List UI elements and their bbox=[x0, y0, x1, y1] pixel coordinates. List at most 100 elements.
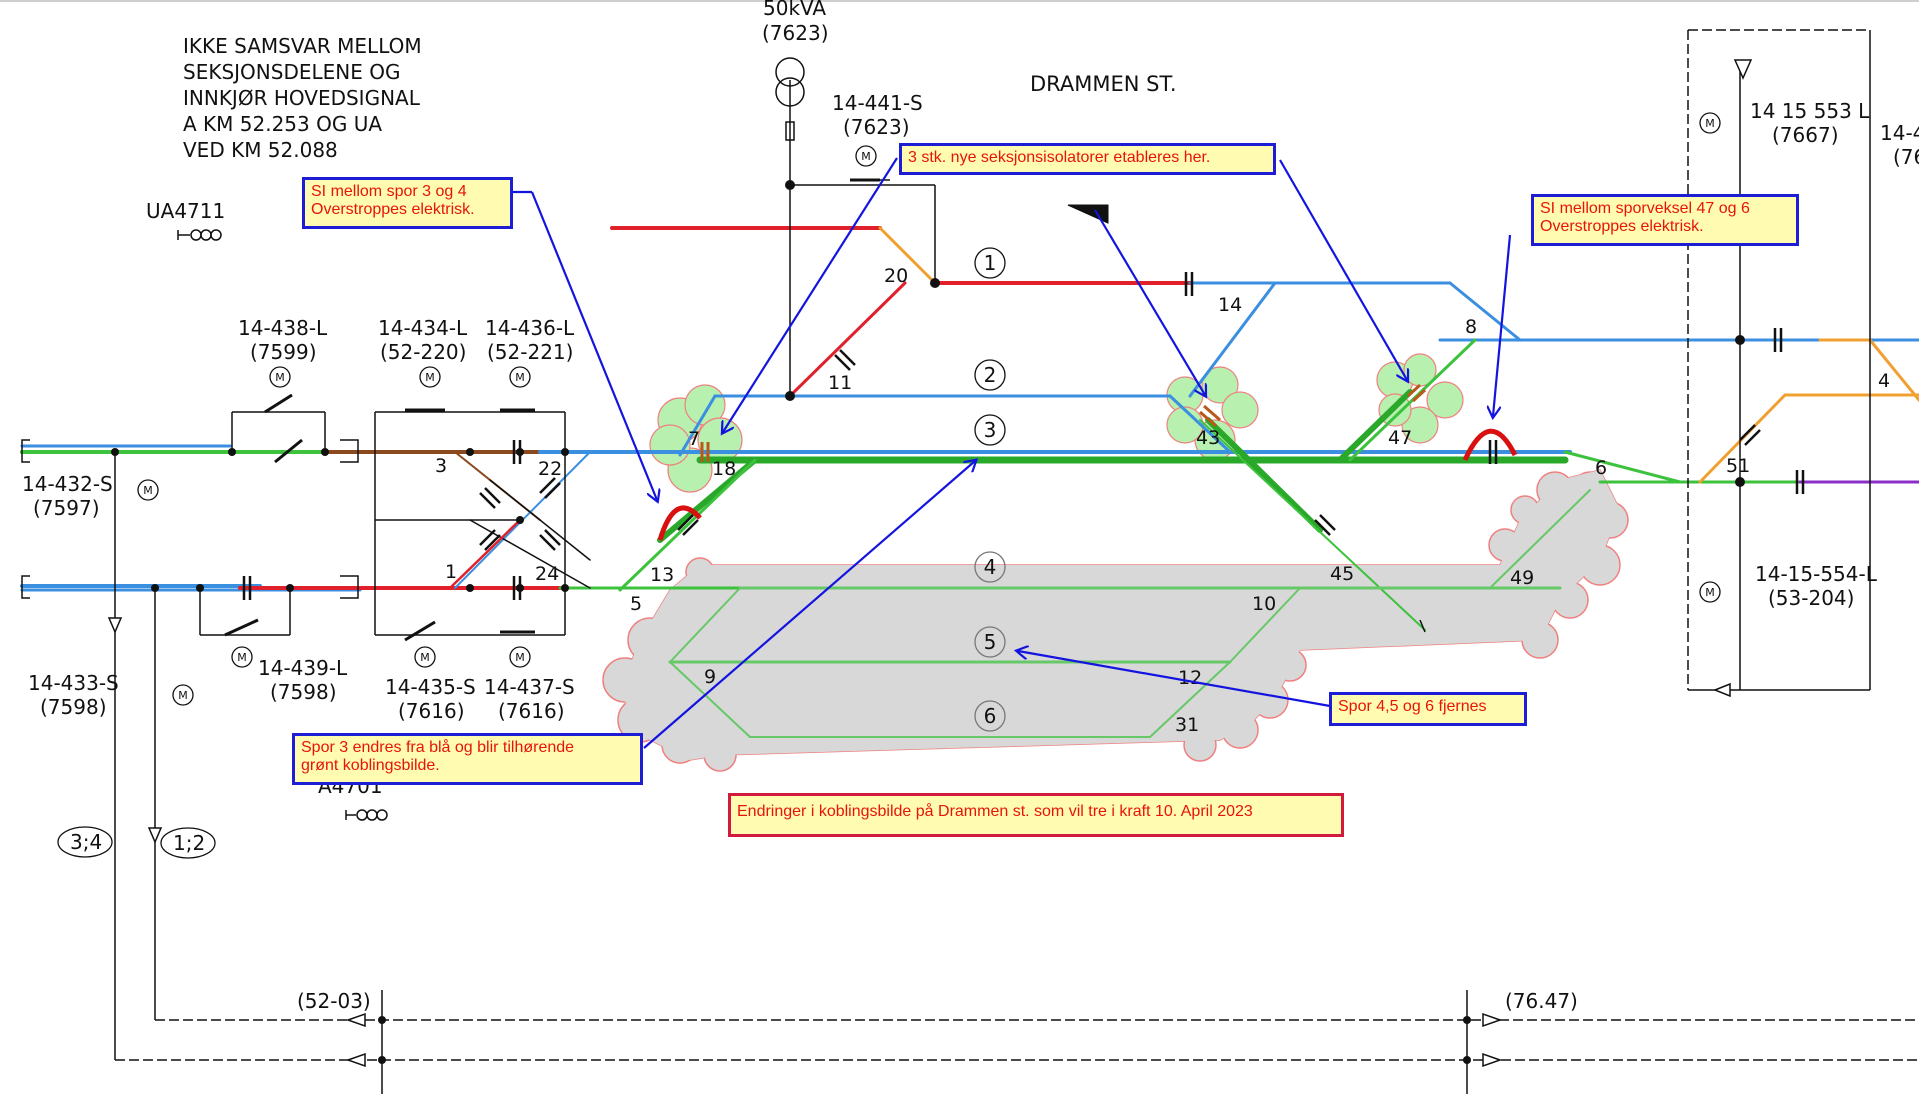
svg-text:M: M bbox=[515, 371, 525, 384]
track-circles bbox=[974, 247, 1006, 732]
svg-text:INNKJØR HOVEDSIGNAL: INNKJØR HOVEDSIGNAL bbox=[183, 86, 421, 110]
svg-text:22: 22 bbox=[538, 458, 562, 480]
switch-number-labels: 20 11 14 8 7 18 3 22 1 24 13 5 43 47 6 4… bbox=[435, 265, 1890, 736]
transformer-ref: (7623) bbox=[762, 21, 829, 45]
svg-text:10: 10 bbox=[1252, 593, 1276, 615]
oval-3-4-label: 3;4 bbox=[70, 830, 102, 854]
svg-text:(52-221): (52-221) bbox=[487, 340, 573, 364]
svg-text:14 15 553 L: 14 15 553 L bbox=[1750, 99, 1870, 123]
note-endringer: Endringer i koblingsbilde på Drammen st.… bbox=[728, 793, 1344, 837]
oval-1-2-label: 1;2 bbox=[173, 831, 205, 855]
svg-text:A KM 52.253 OG UA: A KM 52.253 OG UA bbox=[183, 112, 382, 136]
svg-text:M: M bbox=[425, 371, 435, 384]
svg-text:(7598): (7598) bbox=[40, 695, 107, 719]
svg-text:(53-204): (53-204) bbox=[1768, 586, 1854, 610]
direction-triangles bbox=[107, 617, 1731, 1068]
svg-text:6: 6 bbox=[1595, 457, 1607, 479]
svg-text:4: 4 bbox=[1878, 370, 1890, 392]
note-spor-3: Spor 3 endres fra blå og blir tilhørende… bbox=[292, 733, 643, 785]
station-title: DRAMMEN ST. bbox=[1030, 72, 1177, 96]
warning-text: IKKE SAMSVAR MELLOM SEKSJONSDELENE OG IN… bbox=[183, 34, 422, 162]
svg-text:(76: (76 bbox=[1893, 145, 1919, 169]
svg-text:14-434-L: 14-434-L bbox=[378, 316, 468, 340]
track-number-labels: 1 2 3 4 5 6 bbox=[984, 251, 997, 728]
svg-text:45: 45 bbox=[1330, 563, 1354, 585]
svg-text:3: 3 bbox=[984, 418, 997, 442]
svg-text:5: 5 bbox=[984, 630, 997, 654]
svg-text:14: 14 bbox=[1218, 294, 1242, 316]
svg-text:3: 3 bbox=[435, 455, 447, 477]
svg-text:4: 4 bbox=[984, 555, 997, 579]
svg-text:1: 1 bbox=[984, 251, 997, 275]
oval-1-2 bbox=[160, 827, 216, 859]
svg-text:31: 31 bbox=[1175, 714, 1199, 736]
svg-text:M: M bbox=[861, 150, 871, 163]
svg-text:14-438-L: 14-438-L bbox=[238, 316, 328, 340]
switch-id-labels: 14-441-S (7623) 14-438-L (7599) 14-434-L… bbox=[22, 91, 1919, 723]
note-si-sporveksel: SI mellom sporveksel 47 og 6 Overstroppe… bbox=[1531, 194, 1799, 246]
transformer-power: 50kVA bbox=[763, 0, 826, 20]
svg-text:6: 6 bbox=[984, 704, 997, 728]
section-isolators bbox=[242, 272, 1805, 600]
red-arches bbox=[657, 428, 1518, 541]
svg-text:14-15-554-L: 14-15-554-L bbox=[1755, 562, 1878, 586]
svg-text:5: 5 bbox=[630, 593, 642, 615]
svg-text:14-436-L: 14-436-L bbox=[485, 316, 575, 340]
svg-text:49: 49 bbox=[1510, 567, 1534, 589]
svg-text:9: 9 bbox=[704, 666, 716, 688]
svg-text:(7616): (7616) bbox=[398, 699, 465, 723]
signal-ua4711: UA4711 bbox=[146, 199, 225, 223]
note-si-spor-3-4: SI mellom spor 3 og 4 Overstroppes elekt… bbox=[302, 177, 513, 229]
junction-dots bbox=[111, 180, 1745, 1064]
svg-text:M: M bbox=[1705, 586, 1715, 599]
svg-text:M: M bbox=[237, 651, 247, 664]
svg-text:M: M bbox=[420, 651, 430, 664]
ref-52-03: (52-03) bbox=[297, 989, 371, 1013]
ref-76-47: (76.47) bbox=[1505, 989, 1578, 1013]
signal-icons bbox=[177, 59, 1753, 821]
svg-text:VED KM 52.088: VED KM 52.088 bbox=[183, 138, 338, 162]
new-isolators bbox=[700, 383, 1427, 462]
svg-text:SEKSJONSDELENE OG: SEKSJONSDELENE OG bbox=[183, 60, 400, 84]
svg-text:1: 1 bbox=[445, 561, 457, 583]
svg-text:(7599): (7599) bbox=[250, 340, 317, 364]
svg-text:47: 47 bbox=[1388, 427, 1412, 449]
svg-text:M: M bbox=[143, 484, 153, 497]
svg-text:13: 13 bbox=[650, 564, 674, 586]
svg-text:IKKE SAMSVAR MELLOM: IKKE SAMSVAR MELLOM bbox=[183, 34, 422, 58]
svg-text:11: 11 bbox=[828, 372, 852, 394]
svg-text:24: 24 bbox=[535, 563, 559, 585]
svg-text:(7616): (7616) bbox=[498, 699, 565, 723]
track-ends bbox=[21, 439, 1426, 633]
note-seksjonsisolatorer: 3 stk. nye seksjonsisolatorer etableres … bbox=[899, 143, 1276, 175]
disconnectors bbox=[224, 178, 880, 642]
svg-text:M: M bbox=[1705, 117, 1715, 130]
svg-text:43: 43 bbox=[1196, 427, 1220, 449]
svg-text:(7667): (7667) bbox=[1772, 123, 1839, 147]
svg-text:(7598): (7598) bbox=[270, 680, 337, 704]
svg-text:(7623): (7623) bbox=[843, 115, 910, 139]
tracks bbox=[20, 226, 1919, 738]
svg-text:2: 2 bbox=[984, 363, 997, 387]
svg-text:14-441-S: 14-441-S bbox=[832, 91, 923, 115]
svg-text:14-432-S: 14-432-S bbox=[22, 472, 113, 496]
svg-text:14-4: 14-4 bbox=[1880, 121, 1919, 145]
svg-text:14-433-S: 14-433-S bbox=[28, 671, 119, 695]
svg-text:51: 51 bbox=[1726, 455, 1750, 477]
svg-text:M: M bbox=[275, 371, 285, 384]
svg-text:8: 8 bbox=[1465, 316, 1477, 338]
svg-text:20: 20 bbox=[884, 265, 908, 287]
motor-symbols bbox=[137, 112, 1721, 706]
svg-text:(7597): (7597) bbox=[33, 496, 100, 520]
svg-text:14-437-S: 14-437-S bbox=[484, 675, 575, 699]
oval-3-4 bbox=[57, 826, 113, 858]
annotation-arrows bbox=[510, 157, 1512, 749]
transformer-icon bbox=[775, 57, 805, 141]
svg-text:12: 12 bbox=[1178, 667, 1202, 689]
removal-cloud bbox=[602, 469, 1629, 772]
note-spor-4-5-6: Spor 4,5 og 6 fjernes bbox=[1329, 692, 1527, 726]
svg-text:M: M bbox=[178, 689, 188, 702]
svg-text:18: 18 bbox=[712, 458, 736, 480]
